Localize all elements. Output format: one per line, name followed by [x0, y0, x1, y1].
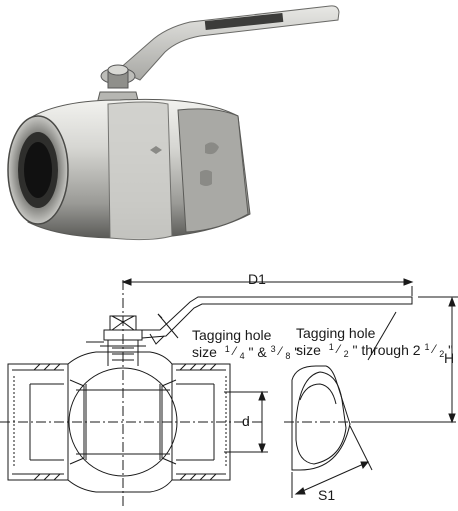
callout-large-line2: size 1 ⁄ 2 " through 2 1 ⁄ 2 "	[296, 337, 453, 360]
valve-photo	[7, 5, 340, 241]
handle-drawing	[136, 296, 413, 339]
dimension-h: H	[444, 350, 454, 366]
valve-section	[7, 351, 231, 493]
tagging-hole-large-callout: Tagging hole size 1 ⁄ 2 " through 2 1 ⁄ …	[296, 325, 453, 360]
large-tag-leader	[367, 311, 397, 361]
ball	[68, 367, 178, 477]
technical-drawing	[0, 278, 458, 506]
dimension-s1: S1	[318, 487, 335, 503]
tagging-hole-small-callout: Tagging hole size 1 ⁄ 4 " & 3 ⁄ 8 "	[192, 327, 299, 362]
handle-end-detail	[291, 365, 351, 471]
callout-small-line2: size 1 ⁄ 4 " & 3 ⁄ 8 "	[192, 339, 299, 362]
stem-assembly	[86, 315, 146, 366]
callout-small-line1: Tagging hole	[192, 327, 272, 343]
dimension-d: d	[242, 413, 250, 429]
callout-large-line1: Tagging hole	[296, 325, 376, 341]
valve-handle	[117, 5, 340, 81]
handle-label-plate	[204, 12, 284, 31]
dimension-d1: D1	[248, 271, 266, 287]
